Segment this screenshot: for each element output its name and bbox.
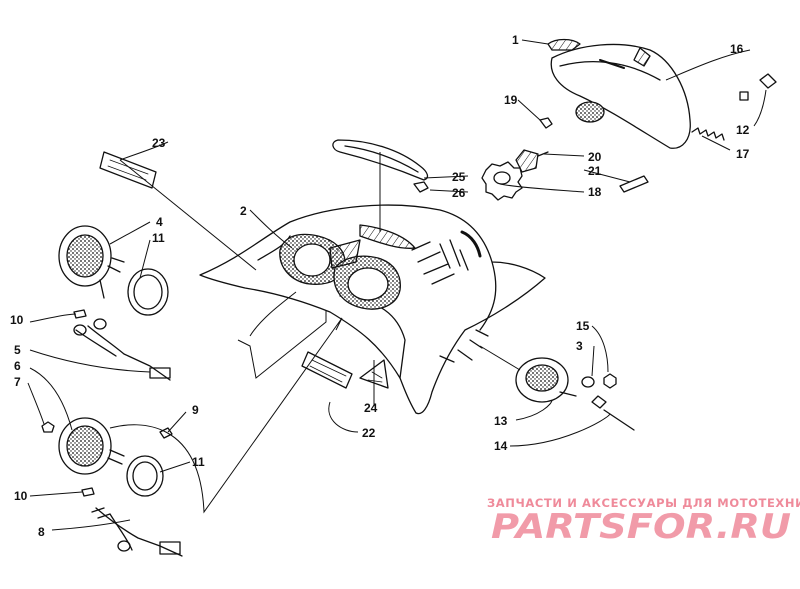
leader-lines [27, 39, 767, 531]
watermark-logo: PARTSFOR.RU [491, 507, 791, 547]
bulb-9 [159, 427, 173, 439]
callout-25: 25 [452, 170, 466, 184]
callout-22: 22 [362, 426, 376, 440]
watermark-logo-text: PARTSFOR.RU [491, 507, 791, 547]
watermark-tagline: ЗАПЧАСТИ И АКСЕССУАРЫ ДЛЯ МОТОТЕХНИКИ [487, 496, 800, 510]
nut-15 [603, 373, 617, 389]
screw-19 [539, 117, 553, 129]
clip-26 [413, 181, 429, 193]
trim-strip-25 [332, 139, 429, 181]
callout-19: 19 [504, 93, 518, 107]
washer-3 [581, 376, 595, 388]
callout-26: 26 [452, 186, 466, 200]
callout-16: 16 [730, 42, 744, 56]
callout-4: 4 [156, 215, 163, 229]
callout-20: 20 [588, 150, 602, 164]
callout-8: 8 [38, 525, 45, 539]
callout-labels: 1 2 3 4 5 6 7 8 9 10 10 11 11 12 13 14 1… [10, 33, 750, 539]
adjuster-12 [739, 73, 777, 101]
callout-9: 9 [192, 403, 199, 417]
bezel-ring-11a [127, 268, 169, 316]
callout-14: 14 [494, 439, 508, 453]
callout-5: 5 [14, 343, 21, 357]
bulb-10b [81, 487, 95, 497]
cable-14 [591, 395, 635, 431]
callout-7: 7 [14, 375, 21, 389]
decal-22 [301, 351, 353, 389]
screw-21 [619, 175, 649, 193]
harness-8 [91, 507, 183, 557]
callout-24: 24 [364, 401, 378, 415]
callout-13: 13 [494, 414, 508, 428]
callout-18: 18 [588, 185, 602, 199]
bezel-ring-11b [126, 455, 164, 497]
callout-10a: 10 [10, 313, 24, 327]
callout-10b: 10 [14, 489, 28, 503]
callout-11b: 11 [192, 455, 205, 469]
hood-console [199, 204, 546, 415]
bulb-7 [41, 421, 55, 433]
callout-6: 6 [14, 359, 21, 373]
headlight-housing-16 [550, 43, 691, 149]
gauge-6 [58, 417, 125, 475]
callout-21: 21 [588, 164, 602, 178]
callout-1: 1 [512, 33, 519, 47]
callout-3: 3 [576, 339, 583, 353]
spring-17 [691, 127, 725, 141]
gauge-13 [515, 357, 577, 403]
callout-23: 23 [152, 136, 166, 150]
callout-17: 17 [736, 147, 750, 161]
callout-15: 15 [576, 319, 590, 333]
callout-12: 12 [736, 123, 750, 137]
callout-2: 2 [240, 204, 247, 218]
bracket-1 [547, 38, 581, 51]
bulb-10a [73, 309, 87, 319]
gauge-4 [58, 225, 125, 299]
retaining-ring-18 [481, 161, 523, 201]
callout-11a: 11 [152, 231, 165, 245]
harness-5 [73, 318, 171, 381]
